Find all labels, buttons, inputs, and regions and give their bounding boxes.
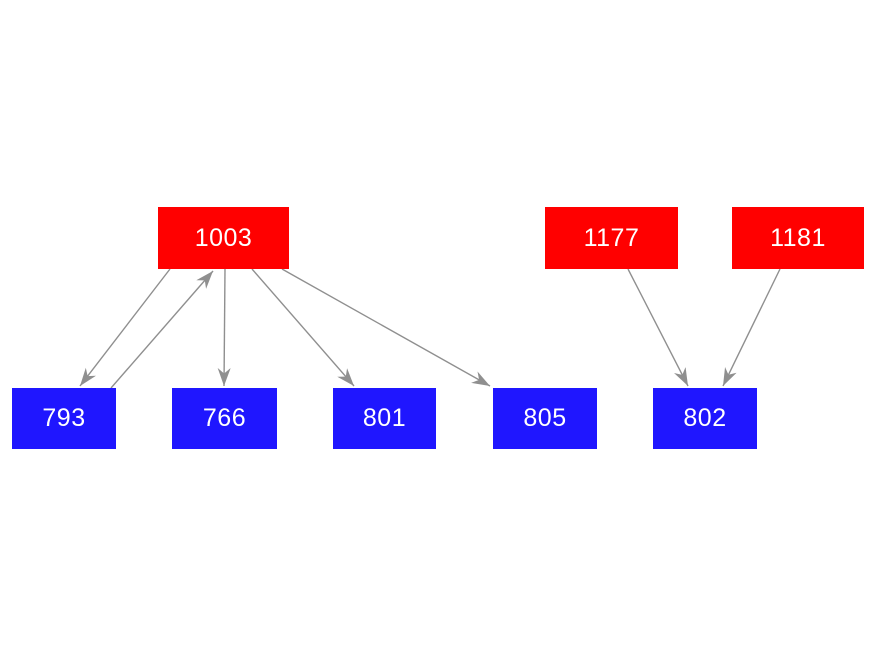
graph-edge-793-1003 (110, 270, 214, 389)
graph-node-802: 802 (653, 388, 757, 449)
graph-node-805: 805 (493, 388, 597, 449)
graph-edge-1003-805 (281, 268, 491, 387)
graph-node-793: 793 (12, 388, 116, 449)
graph-node-1181: 1181 (732, 207, 864, 269)
node-label: 801 (362, 404, 407, 432)
node-label: 793 (42, 404, 86, 432)
node-label: 766 (202, 404, 247, 432)
graph-edge-1177-802 (627, 268, 689, 387)
graph-edge-1003-801 (251, 268, 355, 387)
graph-node-1003: 1003 (158, 207, 289, 269)
graph-node-766: 766 (172, 388, 277, 449)
node-label: 1003 (194, 223, 253, 252)
node-label: 805 (523, 404, 567, 432)
graph-node-1177: 1177 (545, 207, 678, 269)
graph-edge-1003-793 (79, 268, 171, 387)
graph-edge-1181-802 (722, 268, 781, 387)
graph-node-801: 801 (333, 388, 436, 449)
node-label: 1181 (770, 223, 826, 252)
node-label: 1177 (583, 223, 640, 252)
edges-group (79, 268, 781, 389)
graph-edge-1003-766 (217, 268, 231, 387)
node-label: 802 (683, 404, 727, 432)
